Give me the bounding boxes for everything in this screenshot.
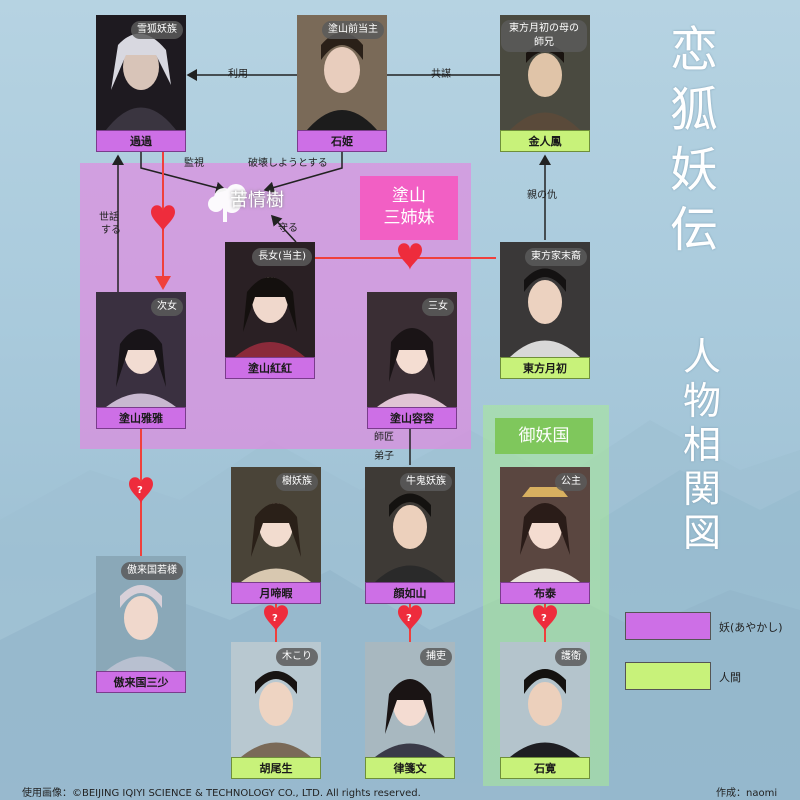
question-mark: ? bbox=[541, 613, 547, 624]
tree-label: 苦情樹 bbox=[230, 190, 284, 211]
character-name: 塗山紅紅 bbox=[225, 357, 315, 379]
question-heart-icon bbox=[398, 605, 422, 632]
question-mark: ? bbox=[272, 613, 278, 624]
character-card-yaya[interactable]: 次女 塗山雅雅 bbox=[96, 292, 186, 429]
goyokoku-label: 御妖国 bbox=[495, 418, 593, 454]
relation-label: 破壊しようとする bbox=[248, 158, 328, 169]
line-kanshi bbox=[140, 152, 227, 194]
character-name: 石姫 bbox=[297, 130, 387, 152]
character-card-koko[interactable]: 長女(当主) 塗山紅紅 bbox=[225, 242, 315, 379]
relation-label: する bbox=[101, 225, 121, 236]
character-tag: 東方家末裔 bbox=[525, 248, 587, 266]
character-tag: 護衛 bbox=[555, 648, 587, 666]
character-tag: 三女 bbox=[422, 298, 454, 316]
character-card-gorai[interactable]: 傲来国若様 傲来国三少 bbox=[96, 556, 186, 693]
character-tag: 東方月初の母の師兄 bbox=[501, 20, 587, 52]
relation-label: 親の仇 bbox=[527, 190, 557, 201]
relation-label: 守る bbox=[278, 223, 298, 234]
character-tag: 捕吏 bbox=[420, 648, 452, 666]
legend-swatch-human bbox=[625, 662, 711, 690]
page-subtitle: 人 物 相 関 図 bbox=[682, 335, 721, 555]
character-tag: 樹妖族 bbox=[276, 473, 318, 491]
question-heart-icon bbox=[533, 605, 557, 632]
character-name: 律箋文 bbox=[365, 757, 455, 779]
character-tag: 塗山前当主 bbox=[322, 21, 384, 39]
relation-label: 共謀 bbox=[431, 69, 451, 80]
character-tag: 次女 bbox=[151, 298, 183, 316]
character-name: 布泰 bbox=[500, 582, 590, 604]
heart-icon bbox=[151, 205, 175, 232]
image-credit: 使用画像：©BEIJING IQIYI SCIENCE & TECHNOLOGY… bbox=[22, 788, 421, 799]
character-card-sekki[interactable]: 塗山前当主 石姫 bbox=[297, 15, 387, 152]
character-name: 石寛 bbox=[500, 757, 590, 779]
portrait bbox=[297, 15, 387, 130]
character-card-yoyo[interactable]: 三女 塗山容容 bbox=[367, 292, 457, 429]
tushan-sisters-label: 塗山 三姉妹 bbox=[360, 176, 458, 240]
character-card-gokka[interactable]: 樹妖族 月啼暇 bbox=[231, 467, 321, 604]
character-name: 金人鳳 bbox=[500, 130, 590, 152]
character-card-futai[interactable]: 公主 布泰 bbox=[500, 467, 590, 604]
question-heart-icon bbox=[264, 605, 288, 632]
legend-label-human: 人間 bbox=[719, 671, 741, 684]
character-name: 過過 bbox=[96, 130, 186, 152]
author-credit: 作成：naomi bbox=[716, 788, 778, 799]
character-card-kinjinho[interactable]: 東方月初の母の師兄 金人鳳 bbox=[500, 15, 590, 152]
character-card-gessho[interactable]: 東方家末裔 東方月初 bbox=[500, 242, 590, 379]
legend-label-yokai: 妖(あやかし) bbox=[719, 621, 783, 634]
character-card-kobisei[interactable]: 木こり 胡尾生 bbox=[231, 642, 321, 779]
line-mamoru bbox=[270, 214, 297, 243]
line-hakai bbox=[263, 152, 343, 194]
character-card-kaka[interactable]: 雪狐妖族 過過 bbox=[96, 15, 186, 152]
character-tag: 長女(当主) bbox=[252, 248, 312, 266]
relation-label: 利用 bbox=[228, 69, 248, 80]
question-mark: ? bbox=[406, 613, 412, 624]
character-card-sekkan[interactable]: 護衛 石寛 bbox=[500, 642, 590, 779]
character-name: 月啼暇 bbox=[231, 582, 321, 604]
character-name: 胡尾生 bbox=[231, 757, 321, 779]
character-tag: 木こり bbox=[276, 648, 318, 666]
character-name: 塗山容容 bbox=[367, 407, 457, 429]
relation-label: 師匠 bbox=[374, 432, 394, 443]
character-name: 傲来国三少 bbox=[96, 671, 186, 693]
page-title: 恋 狐 妖 伝 bbox=[669, 22, 718, 258]
question-mark: ? bbox=[137, 485, 143, 496]
character-tag: 雪狐妖族 bbox=[131, 21, 183, 39]
character-card-ganjo[interactable]: 牛鬼妖族 顔如山 bbox=[365, 467, 455, 604]
character-name: 顔如山 bbox=[365, 582, 455, 604]
heart-icon bbox=[398, 243, 422, 270]
character-name: 塗山雅雅 bbox=[96, 407, 186, 429]
character-name: 東方月初 bbox=[500, 357, 590, 379]
tree-icon bbox=[208, 184, 246, 222]
character-tag: 牛鬼妖族 bbox=[400, 473, 452, 491]
relation-label: 弟子 bbox=[374, 451, 394, 462]
character-card-rippo[interactable]: 捕吏 律箋文 bbox=[365, 642, 455, 779]
character-tag: 公主 bbox=[555, 473, 587, 491]
legend-swatch-yokai bbox=[625, 612, 711, 640]
relation-label: 世話 bbox=[99, 212, 119, 223]
relation-label: 監視 bbox=[184, 158, 204, 169]
character-tag: 傲来国若様 bbox=[121, 562, 183, 580]
question-heart-icon bbox=[129, 477, 153, 504]
